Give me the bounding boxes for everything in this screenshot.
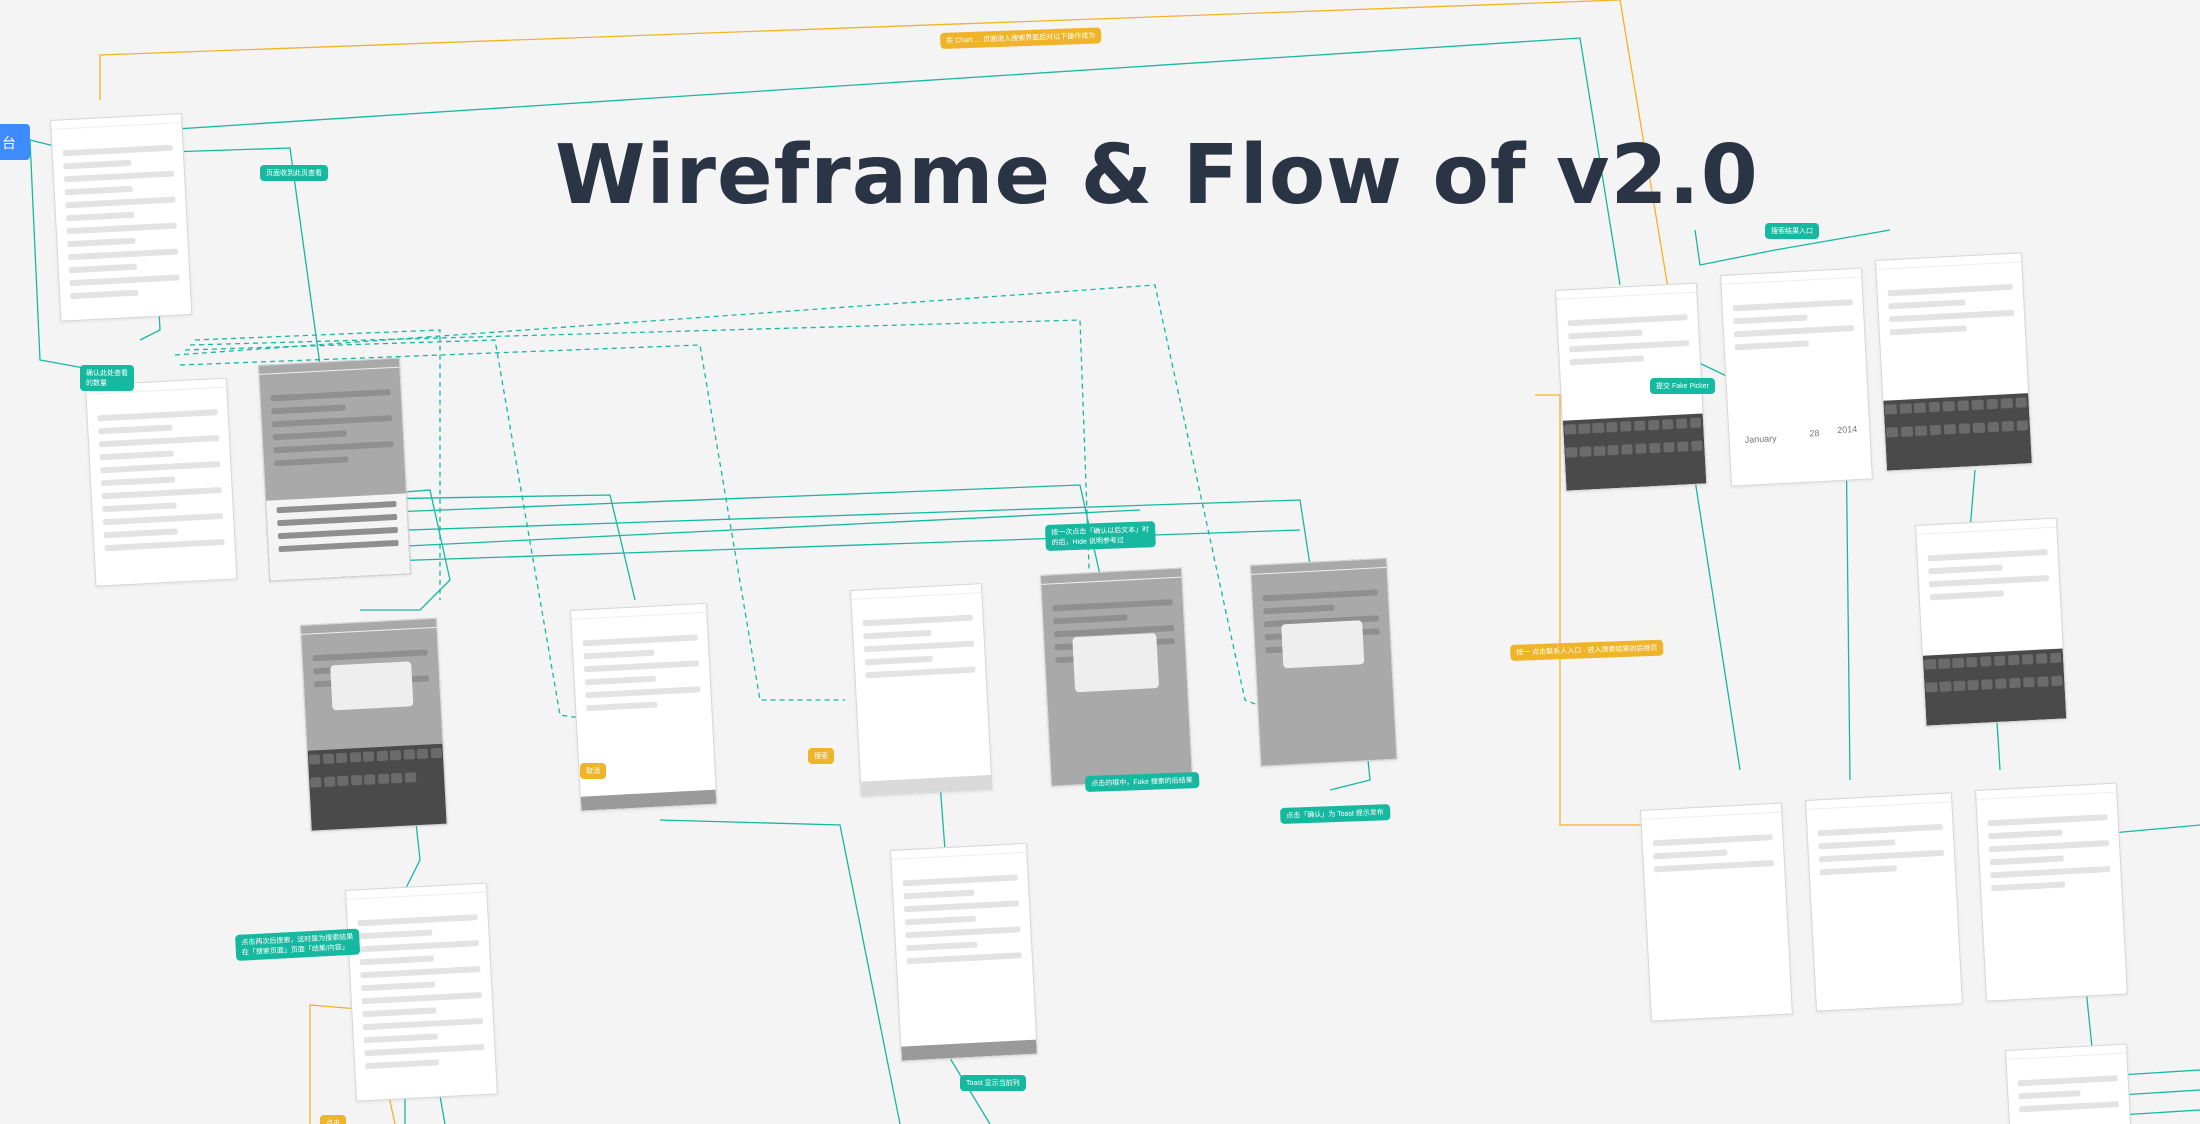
flow-line [2119, 1069, 2200, 1076]
flow-line [1694, 479, 1741, 771]
flow-label-cancel: 取消 [580, 763, 606, 779]
screen-settings[interactable] [2005, 1043, 2132, 1124]
alt-flow-line [99, 0, 1621, 100]
flow-line [309, 494, 636, 601]
flow-line [659, 819, 901, 1124]
picker-year[interactable]: 2014 [1837, 424, 1858, 436]
screen-confirm-dialog-2[interactable] [1250, 557, 1398, 767]
flow-label-search: 搜索 [808, 748, 834, 764]
page-title: Wireframe & Flow of v2.0 [555, 128, 1759, 223]
flow-line [1969, 469, 1976, 531]
screen-select-list[interactable] [85, 377, 238, 587]
flow-label-2: 确认此处查看 的数量 [80, 365, 134, 391]
dashed-flow-line [189, 319, 1091, 596]
screen-message-list-2[interactable] [345, 882, 498, 1102]
dashed-flow-line [194, 329, 441, 600]
screen-contact-search[interactable] [1915, 517, 2068, 727]
alt-flow-line [1619, 0, 1671, 301]
flow-label-9: Toast 显示当前列 [960, 1075, 1026, 1091]
flow-line [2119, 1089, 2200, 1096]
picker-month[interactable]: January [1744, 433, 1777, 445]
screen-filter-options[interactable] [570, 602, 718, 812]
screen-message-list[interactable] [50, 113, 193, 322]
screen-search-results[interactable] [890, 842, 1038, 1062]
flow-line [167, 147, 321, 366]
screen-search[interactable] [850, 583, 993, 797]
flow-label-5: 按一次点击「确认以后文本」时 的后，Hide 说明参考过 [1045, 521, 1156, 551]
screen-result-c[interactable] [1975, 782, 2128, 1002]
flow-line [129, 37, 1621, 286]
screen-action-menu[interactable] [258, 357, 412, 582]
side-tab[interactable]: 台 [0, 124, 30, 160]
flow-line [2119, 1109, 2200, 1116]
flow-line [1694, 229, 1891, 266]
screen-date-picker[interactable]: January 28 2014 [1720, 267, 1873, 487]
screen-rename-dialog[interactable] [300, 617, 448, 832]
screen-result-b[interactable] [1805, 792, 1963, 1012]
picker-day[interactable]: 28 [1809, 428, 1820, 439]
screen-search-keyboard[interactable] [1875, 252, 2033, 472]
flow-label-1: 页面收到此页查看 [260, 165, 328, 181]
flow-line [324, 509, 1141, 551]
screen-result-a[interactable] [1640, 802, 1793, 1022]
dashed-flow-line [179, 344, 845, 701]
dashed-flow-line [184, 339, 581, 719]
flow-label-4: 搜索结果入口 [1765, 223, 1819, 239]
screen-confirm-dialog[interactable] [1040, 567, 1193, 787]
flow-label-tap: 点击 [320, 1115, 346, 1124]
side-tab-text: 台 [2, 135, 16, 151]
flow-label-3: 提交 Fake Picker [1650, 378, 1715, 394]
flow-line [319, 499, 1311, 566]
